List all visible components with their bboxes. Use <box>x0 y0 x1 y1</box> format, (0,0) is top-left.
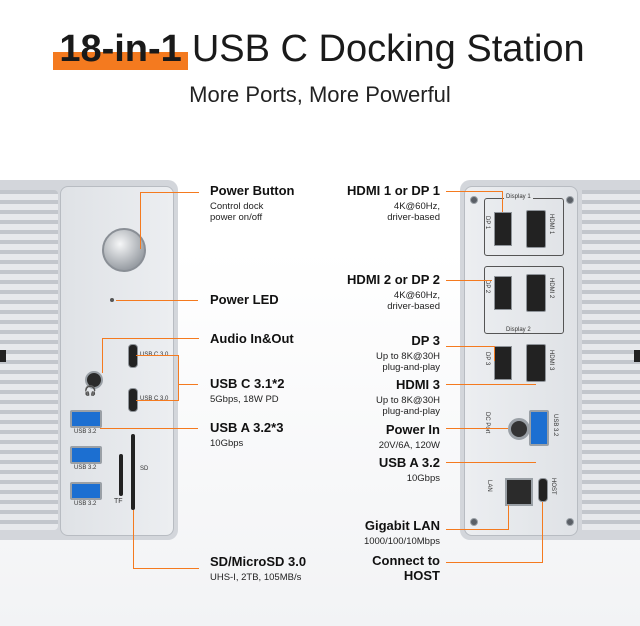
dock-front-edge-marker <box>0 350 6 362</box>
label-dp3-desc-1: Up to 8K@30H <box>375 351 440 362</box>
page-subtitle: More Ports, More Powerful <box>189 82 451 107</box>
usba-port-1-label: USB 3.2 <box>74 429 97 435</box>
label-hdmi3-desc-2: plug-and-play <box>382 406 440 417</box>
dp-3-label: DP 3 <box>484 352 490 366</box>
label-audio: Audio In&Out <box>210 331 294 346</box>
leader-dp3 <box>446 346 495 361</box>
host-label: HOST <box>550 478 556 495</box>
label-usba-desc: 10Gbps <box>210 438 244 449</box>
dp-2-port[interactable] <box>494 276 512 310</box>
label-dp3: DP 3 <box>411 333 440 348</box>
label-lan-desc: 1000/100/10Mbps <box>363 536 440 547</box>
label-lan: Gigabit LAN <box>364 518 440 533</box>
dp-3-port[interactable] <box>494 346 512 380</box>
label-usba-back-desc: 10Gbps <box>406 473 440 484</box>
label-power-button-desc-1: Control dock <box>210 201 264 212</box>
leader-audio <box>102 338 199 373</box>
leader-usba <box>100 428 198 429</box>
screw-icon <box>566 518 574 526</box>
audio-jack[interactable] <box>85 371 103 389</box>
usba-port-2-label: USB 3.2 <box>74 465 97 471</box>
microsd-label: TF <box>114 498 123 505</box>
leader-usba-back <box>446 462 536 463</box>
hdmi-2-port[interactable] <box>526 274 546 312</box>
leader-power-in <box>446 428 508 429</box>
usba-port-1[interactable] <box>70 410 102 428</box>
leader-usbc-bracket <box>136 355 179 401</box>
lan-label: LAN <box>486 480 492 492</box>
label-hdmi2-dp2-desc-1: 4K@60Hz, <box>393 290 440 301</box>
label-hdmi2-dp2: HDMI 2 or DP 2 <box>347 272 440 287</box>
label-usbc: USB C 3.1*2 <box>210 376 285 391</box>
usba-port-3-label: USB 3.2 <box>74 501 97 507</box>
label-dp3-desc-2: plug-and-play <box>382 362 440 373</box>
headphone-icon: 🎧 <box>84 386 97 397</box>
label-usba: USB A 3.2*3 <box>210 420 284 435</box>
label-host: Connect to <box>372 553 440 568</box>
label-power-in-desc: 20V/6A, 120W <box>378 440 440 451</box>
power-led <box>110 298 114 302</box>
microsd-slot[interactable] <box>119 454 123 496</box>
dock-back-panel <box>464 186 578 536</box>
label-hdmi1-dp1: HDMI 1 or DP 1 <box>347 183 440 198</box>
label-hdmi3: HDMI 3 <box>395 377 440 392</box>
leader-sd <box>133 510 199 569</box>
dock-front-cooling-fins <box>0 190 58 530</box>
leader-power-led <box>116 300 198 301</box>
label-hdmi1-dp1-desc-2: driver-based <box>387 212 440 223</box>
leader-hdmi2-dp2 <box>446 280 492 281</box>
host-usbc-port[interactable] <box>538 478 548 502</box>
label-host-2: HOST <box>403 568 440 583</box>
leader-host <box>446 502 543 563</box>
usbc-port-1[interactable] <box>128 344 138 368</box>
usba-port-back[interactable] <box>529 410 549 446</box>
label-power-in: Power In <box>385 422 440 437</box>
display-1-label: Display 1 <box>504 194 533 200</box>
title-highlight: 18-in-1 <box>53 26 189 72</box>
dc-port-label: DC Port <box>484 412 490 434</box>
usba-port-2[interactable] <box>70 446 102 464</box>
label-hdmi2-dp2-desc-2: driver-based <box>387 301 440 312</box>
label-hdmi1-dp1-desc-1: 4K@60Hz, <box>393 201 440 212</box>
dock-back-edge-marker <box>634 350 640 362</box>
leader-power-button <box>140 192 199 249</box>
hdmi-3-label: HDMI 3 <box>548 350 554 371</box>
leader-hdmi3 <box>446 384 536 385</box>
hdmi-3-port[interactable] <box>526 344 546 382</box>
usba-port-3[interactable] <box>70 482 102 500</box>
display-2-label: Display 2 <box>504 327 533 333</box>
sd-slot[interactable] <box>131 434 135 510</box>
label-power-button: Power Button <box>210 183 295 198</box>
screw-icon <box>566 196 574 204</box>
title-main: USB C Docking Station <box>191 28 585 70</box>
screw-icon <box>470 518 478 526</box>
label-power-button-desc-2: power on/off <box>210 212 263 223</box>
screw-icon <box>470 196 478 204</box>
dp-1-label: DP 1 <box>484 216 490 230</box>
usbc-port-2-label: USB C 3.0 <box>140 396 169 402</box>
label-sd: SD/MicroSD 3.0 <box>210 554 307 569</box>
power-button[interactable] <box>102 228 146 272</box>
label-hdmi3-desc-1: Up to 8K@30H <box>375 395 440 406</box>
label-usba-back: USB A 3.2 <box>378 455 440 470</box>
usba-back-label: USB 3.2 <box>552 414 558 437</box>
hdmi-1-port[interactable] <box>526 210 546 248</box>
dc-power-port[interactable] <box>508 418 530 440</box>
display-2-group <box>484 266 564 334</box>
leader-hdmi1-dp1 <box>446 191 503 212</box>
lan-port[interactable] <box>505 478 533 506</box>
leader-usbc <box>178 384 198 385</box>
label-usbc-desc: 5Gbps, 18W PD <box>210 394 279 405</box>
dock-back-cooling-fins <box>582 190 640 530</box>
dp-2-label: DP 2 <box>484 280 490 294</box>
label-sd-desc: UHS-I, 2TB, 105MB/s <box>210 572 302 583</box>
hdmi-2-label: HDMI 2 <box>548 278 554 299</box>
label-power-led: Power LED <box>210 292 279 307</box>
leader-lan <box>446 505 509 530</box>
dp-1-port[interactable] <box>494 212 512 246</box>
sd-label: SD <box>140 466 149 472</box>
hdmi-1-label: HDMI 1 <box>548 214 554 235</box>
